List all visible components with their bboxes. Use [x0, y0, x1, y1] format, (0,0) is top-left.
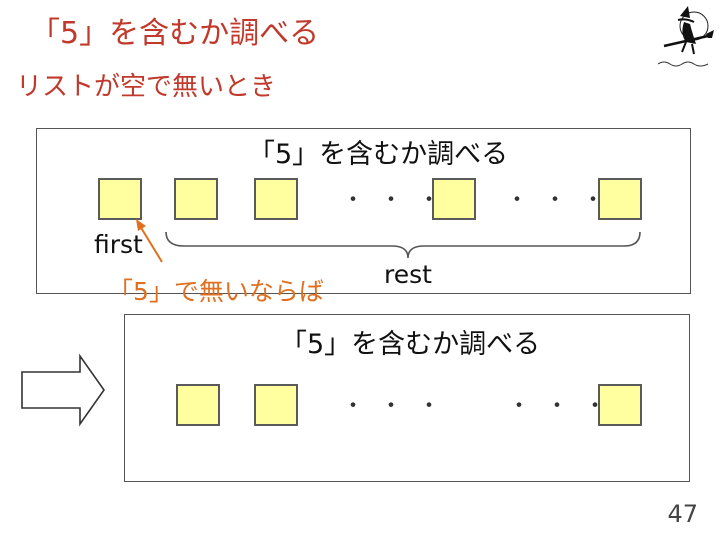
list-cell	[598, 384, 642, 426]
list-cell	[174, 178, 218, 220]
right-arrow-icon	[21, 353, 105, 427]
rest-label: rest	[384, 260, 432, 289]
condition-label: 「5」で無いならば	[108, 277, 324, 306]
rest-brace	[165, 231, 641, 259]
witch-on-broom-icon	[657, 6, 714, 67]
ellipsis: ・・・	[506, 188, 621, 213]
ellipsis: ・・・	[342, 188, 457, 213]
first-pointer-arrow	[136, 219, 163, 263]
list-cell	[598, 178, 642, 220]
list-cell	[254, 384, 298, 426]
ellipsis: ・・・	[508, 394, 623, 419]
first-label: first	[94, 230, 143, 259]
panel-title-top: 「5」を含むか調べる	[248, 139, 509, 170]
list-panel-original	[36, 128, 691, 294]
slide-subtitle: リストが空で無いとき	[16, 72, 277, 102]
ellipsis: ・・・	[342, 394, 457, 419]
list-cell	[432, 178, 476, 220]
list-cell-first	[98, 178, 142, 220]
panel-title-bottom: 「5」を含むか調べる	[280, 329, 541, 360]
slide-title: 「5」を含むか調べる	[30, 16, 320, 51]
list-cell	[254, 178, 298, 220]
list-cell	[176, 384, 220, 426]
page-number: 47	[667, 500, 698, 528]
